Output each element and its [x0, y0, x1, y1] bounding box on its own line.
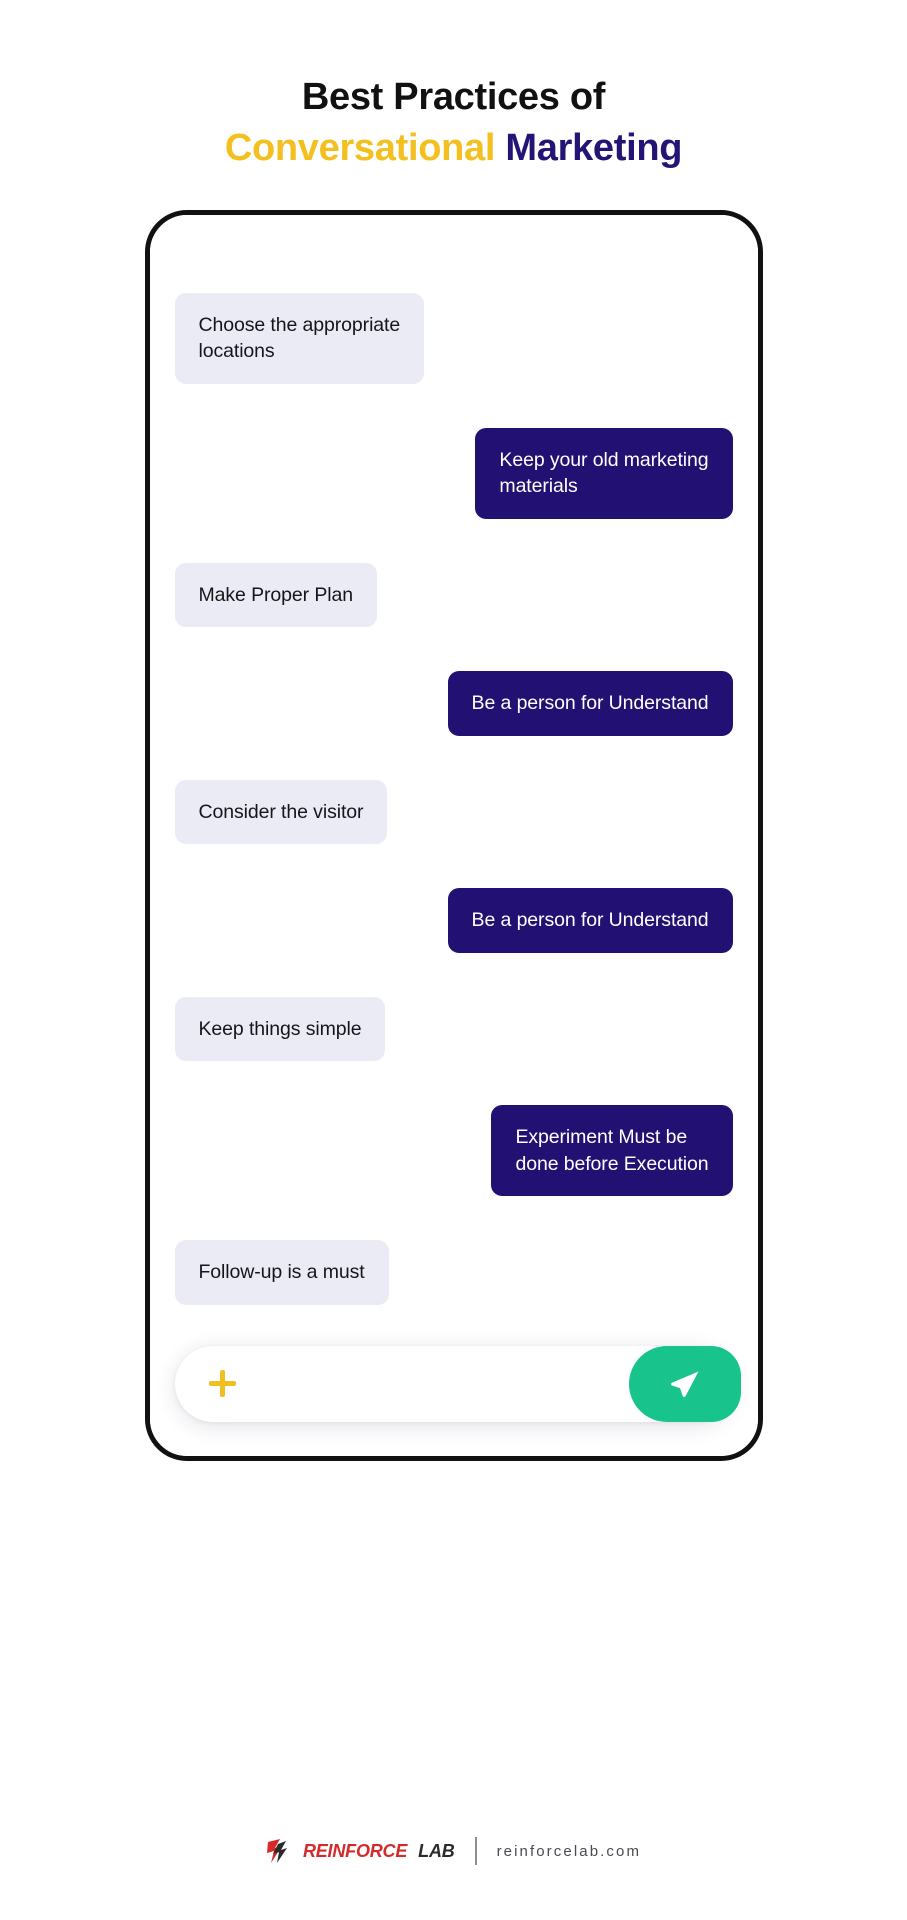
chat-bubble-incoming[interactable]: Consider the visitor: [174, 779, 388, 845]
chat-thread: Choose the appropriate locations Keep yo…: [174, 292, 733, 1316]
logo-word-lab: LAB: [418, 1840, 455, 1861]
chat-row: Be a person for Understand: [175, 888, 733, 953]
chat-row: Choose the appropriate locations: [174, 292, 733, 384]
logo-word-reinforce: REINFORCE: [302, 1840, 408, 1861]
chat-bubble-incoming[interactable]: Keep things simple: [174, 996, 386, 1062]
chat-row: Keep things simple: [174, 996, 733, 1062]
composer-area: [174, 1345, 741, 1456]
chat-bubble-outgoing[interactable]: Be a person for Understand: [447, 671, 733, 736]
chat-bubble-incoming[interactable]: Choose the appropriate locations: [174, 292, 425, 384]
chat-bubble-outgoing[interactable]: Keep your old marketing materials: [475, 427, 733, 519]
chat-row: Consider the visitor: [174, 779, 733, 845]
chat-row: Keep your old marketing materials: [175, 427, 733, 519]
reinforce-lab-logo: REINFORCE LAB: [266, 1838, 455, 1864]
title-line-two: Conversational Marketing: [0, 125, 907, 173]
footer-url: reinforcelab.com: [496, 1842, 642, 1860]
chat-bubble-outgoing[interactable]: Be a person for Understand: [447, 888, 733, 953]
chat-bubble-incoming[interactable]: Follow-up is a must: [174, 1240, 389, 1305]
chat-bubble-incoming[interactable]: Make Proper Plan: [174, 562, 377, 628]
chat-row: Make Proper Plan: [174, 562, 733, 628]
chat-row: Experiment Must be done before Execution: [175, 1105, 733, 1197]
chat-row: Be a person for Understand: [175, 671, 733, 736]
chat-bubble-outgoing[interactable]: Experiment Must be done before Execution: [491, 1105, 733, 1197]
phone-mockup: Choose the appropriate locations Keep yo…: [144, 209, 763, 1461]
message-composer: [174, 1345, 741, 1422]
chat-row: Follow-up is a must: [174, 1240, 733, 1305]
phone-screen: Choose the appropriate locations Keep yo…: [149, 214, 758, 1456]
send-button[interactable]: [628, 1345, 741, 1422]
page-title: Best Practices of Conversational Marketi…: [0, 74, 907, 173]
send-paper-plane-icon: [670, 1371, 698, 1397]
title-accent-word: Conversational: [224, 126, 496, 169]
plus-icon[interactable]: [208, 1370, 236, 1398]
title-brand-word: Marketing: [505, 126, 683, 169]
title-line-one: Best Practices of: [301, 76, 606, 118]
reinforce-lab-mark-icon: [266, 1839, 287, 1863]
footer: REINFORCE LAB reinforcelab.com: [266, 1837, 641, 1865]
footer-divider: [474, 1837, 477, 1865]
